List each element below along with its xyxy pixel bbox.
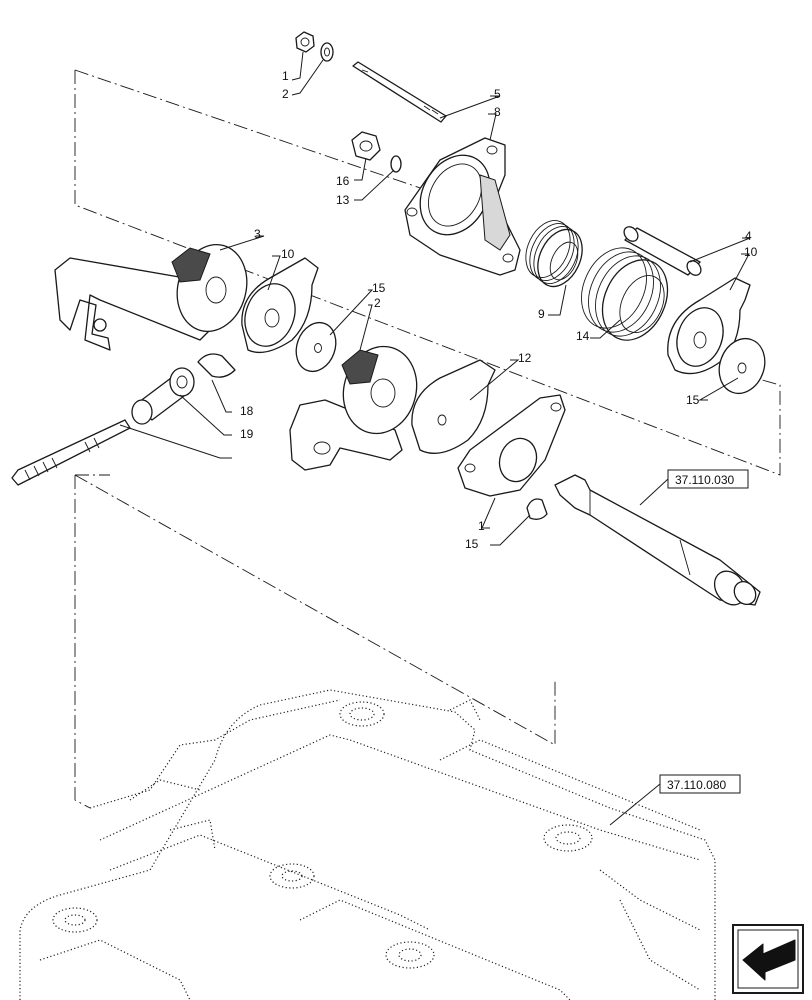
part-10-plate-left [241,257,319,354]
callout-9: 9 [538,307,545,321]
callout-12: 13 [336,193,350,207]
callout-labels: 1 2 5 8 16 13 3 10 4 10 9 14 15 2 12 18 … [240,69,758,551]
part-13-spring [581,247,669,341]
part-1-bracket [457,394,566,497]
reference-box-bottom[interactable]: 37.110.080 [659,774,741,794]
callout-10-right: 10 [744,245,758,259]
callout-11: 12 [518,351,532,365]
part-15-washer-right [718,337,766,395]
part-18-bushing [131,367,195,425]
part-12-ring [390,155,402,173]
part-7-washer [320,42,334,62]
callout-7: 2 [282,87,289,101]
part-2-lever [289,345,418,471]
callout-10-left: 10 [281,247,295,261]
part-5-stud [352,61,447,123]
arrow-down-left-icon[interactable] [732,924,804,994]
callout-3: 3 [254,227,261,241]
callout-6: 1 [282,69,289,83]
housing-outline [19,689,716,1000]
callout-1: 1 [478,519,485,533]
reference-label-top: 37.110.030 [675,473,734,487]
callout-17: 18 [240,404,254,418]
callout-5: 5 [494,87,501,101]
part-16-nut [351,131,381,161]
part-6-nut [295,31,315,53]
part-19-rod [11,419,131,486]
part-9-spring [525,220,583,288]
callout-4: 4 [745,229,752,243]
callout-14: 15 [465,537,479,551]
shaft-assembly [554,474,761,606]
reference-box-top[interactable]: 37.110.030 [667,469,749,489]
callout-15-right: 15 [686,393,700,407]
reference-label-bottom: 37.110.080 [667,778,726,792]
leader-lines [119,51,751,826]
assembly-lines [74,69,781,809]
part-4-pin [623,226,702,276]
callout-16: 16 [336,174,350,188]
part-17-clip [197,353,236,378]
part-15-washer-left [295,321,337,373]
callout-13: 14 [576,329,590,343]
part-3-lever [54,243,248,351]
part-8-bracket [404,137,521,276]
callout-8: 8 [494,105,501,119]
callout-2: 2 [374,296,381,310]
part-11-plate [411,359,496,454]
callout-15-left: 15 [372,281,386,295]
callout-18: 19 [240,427,254,441]
part-14-clip [526,498,548,520]
